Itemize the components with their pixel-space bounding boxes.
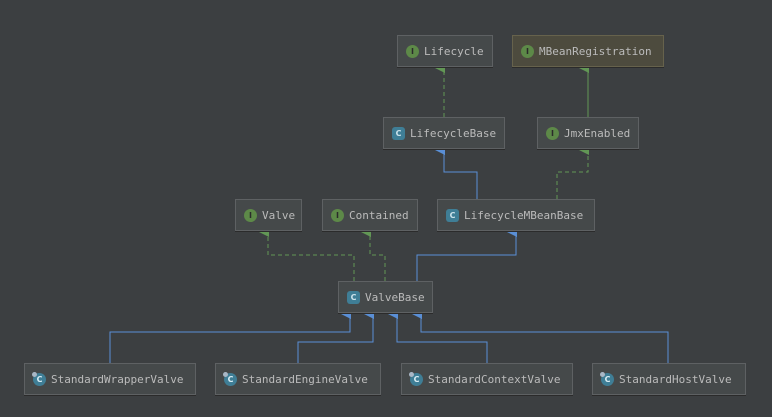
class-icon: C xyxy=(600,371,614,386)
interface-icon: I xyxy=(546,126,559,140)
node-contained[interactable]: I Contained xyxy=(322,199,418,231)
class-icon: C xyxy=(409,371,423,386)
node-lifecyclebase[interactable]: C LifecycleBase xyxy=(383,117,505,149)
node-standardenginevalve[interactable]: C StandardEngineValve xyxy=(215,363,381,395)
node-lifecyclembeanbase[interactable]: C LifecycleMBeanBase xyxy=(437,199,595,231)
node-label: StandardHostValve xyxy=(619,372,732,386)
interface-icon: I xyxy=(244,208,257,222)
node-valvebase[interactable]: C ValveBase xyxy=(338,281,433,313)
edge-valvebase-implements-contained xyxy=(361,227,386,281)
node-label: LifecycleBase xyxy=(410,126,497,140)
edge-valvebase-implements-valve xyxy=(259,227,355,281)
node-label: StandardEngineValve xyxy=(242,372,368,386)
node-standardwrappervalve[interactable]: C StandardWrapperValve xyxy=(24,363,196,395)
edge-standardcontextvalve-extends-valvebase xyxy=(388,309,488,363)
node-label: StandardContextValve xyxy=(428,372,561,386)
edge-standardhostvalve-extends-valvebase xyxy=(412,309,669,363)
edge-valvebase-extends-lifecyclembeanbase xyxy=(416,227,517,281)
node-label: MBeanRegistration xyxy=(539,44,652,58)
class-icon: C xyxy=(223,371,237,386)
node-mbeanregistration[interactable]: I MBeanRegistration xyxy=(512,35,664,67)
interface-icon: I xyxy=(331,208,344,222)
node-label: JmxEnabled xyxy=(564,126,631,140)
interface-icon: I xyxy=(521,44,534,58)
node-label: Contained xyxy=(349,208,409,222)
node-jmxenabled[interactable]: I JmxEnabled xyxy=(537,117,639,149)
abstract-class-icon: C xyxy=(446,208,459,222)
edge-standardwrappervalve-extends-valvebase xyxy=(109,309,351,363)
edge-lifecyclembeanbase-implements-jmxenabled xyxy=(556,145,589,199)
interface-icon: I xyxy=(406,44,419,58)
node-standardcontextvalve[interactable]: C StandardContextValve xyxy=(401,363,573,395)
abstract-class-icon: C xyxy=(347,290,360,304)
edge-lifecyclembeanbase-extends-lifecyclebase xyxy=(435,145,478,199)
node-label: StandardWrapperValve xyxy=(51,372,184,386)
node-standardhostvalve[interactable]: C StandardHostValve xyxy=(592,363,746,395)
node-label: LifecycleMBeanBase xyxy=(464,208,584,222)
edge-standardenginevalve-extends-valvebase xyxy=(297,309,374,363)
node-valve[interactable]: I Valve xyxy=(235,199,302,231)
node-label: Lifecycle xyxy=(424,44,484,58)
node-label: ValveBase xyxy=(365,290,425,304)
class-icon: C xyxy=(32,371,46,386)
node-lifecycle[interactable]: I Lifecycle xyxy=(397,35,493,67)
abstract-class-icon: C xyxy=(392,126,405,140)
node-label: Valve xyxy=(262,208,296,222)
